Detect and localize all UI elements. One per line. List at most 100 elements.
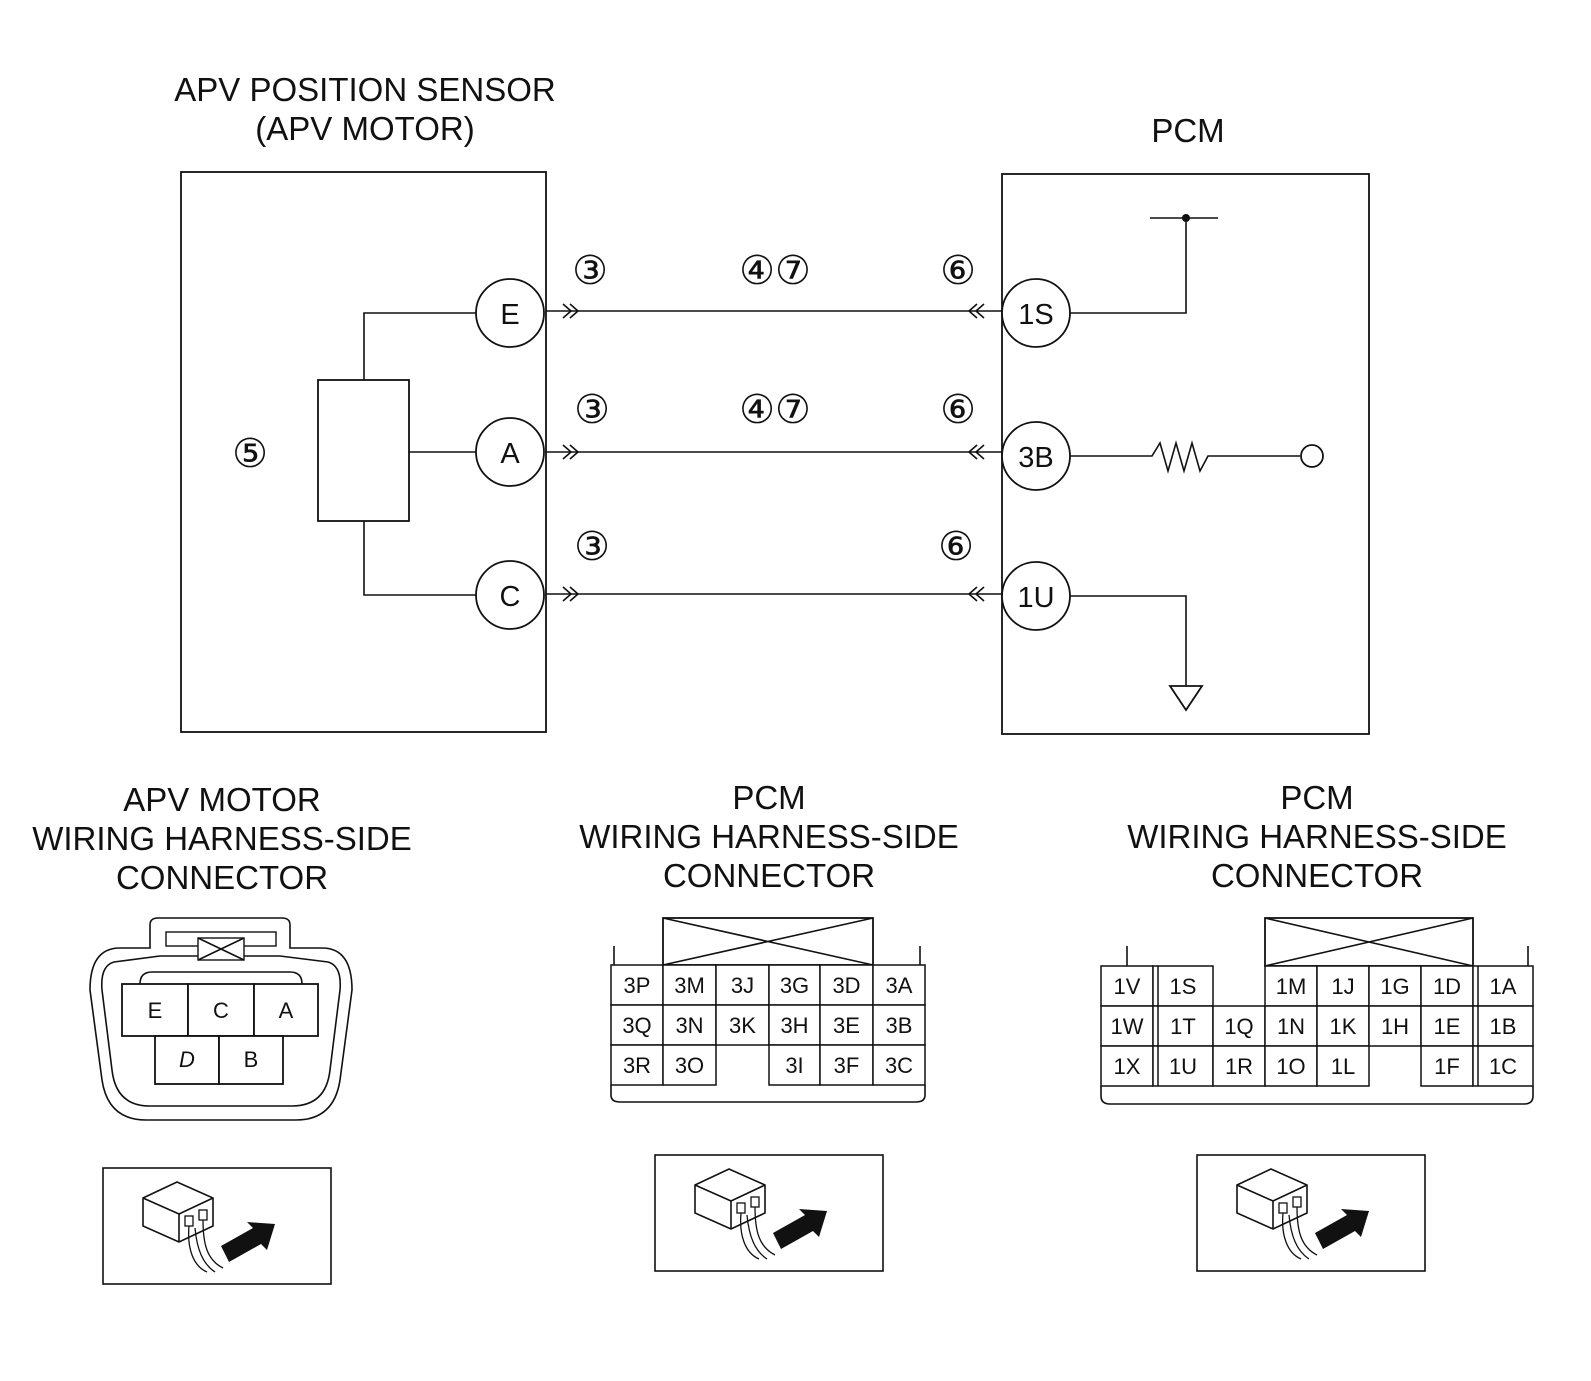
pcm-vref-wire (1070, 218, 1187, 314)
pcm3-cell-3d (819, 964, 874, 1006)
apv-cell-c (187, 983, 255, 1037)
pcm3-pin-3f: 3F (834, 1053, 860, 1078)
sensor-pin-a-label: A (500, 438, 520, 470)
pcm1-cell-1e (1420, 1005, 1474, 1047)
pcm1-pin-1l: 1L (1331, 1054, 1355, 1079)
pcm3-cell-3n (662, 1004, 717, 1046)
pcm-ground-wire (1070, 595, 1187, 686)
pcm1-cell-1r (1212, 1045, 1266, 1087)
wire1-ref-left: ③ (572, 248, 608, 294)
apv-pin-a: A (279, 998, 294, 1023)
pcm1-cell-1d (1420, 965, 1474, 1007)
pcm3-connector-face (610, 917, 926, 1103)
sensor-pin-c (475, 560, 545, 630)
apv-pin-b: B (244, 1047, 259, 1072)
pcm1-cell-1q (1212, 1005, 1266, 1047)
pcm3-cell-3e (819, 1004, 874, 1046)
pcm1-pin-1n: 1N (1277, 1014, 1305, 1039)
pcm3-conn-title1: PCM (732, 779, 805, 816)
pcm1-cell-1n (1264, 1005, 1318, 1047)
pcm1-pin-1c: 1C (1489, 1054, 1517, 1079)
pcm3-pin-3d: 3D (832, 973, 860, 998)
pcm-pin-3b-label: 3B (1018, 442, 1053, 474)
wire2-ref-mid: ④⑦ (739, 387, 811, 433)
wire1-ref-right: ⑥ (940, 248, 976, 294)
wire1-ref-mid: ④⑦ (739, 248, 811, 294)
pcm1-pin-1r: 1R (1225, 1054, 1253, 1079)
wire2-ref-left: ③ (574, 387, 610, 433)
apv-cell-b (218, 1035, 284, 1085)
pcm1-conn-title1: PCM (1280, 779, 1353, 816)
apv-cell-e (121, 983, 189, 1037)
pcm3-pin-3n: 3N (675, 1013, 703, 1038)
pcm3-cell-3i (768, 1044, 821, 1086)
pcm1-cell-1b (1472, 1005, 1534, 1047)
pcm1-pin-1g: 1G (1380, 974, 1409, 999)
sensor-wire-c (363, 521, 476, 596)
pcm3-view-direction-icon (654, 1154, 884, 1272)
pcm1-pin-1j: 1J (1331, 974, 1354, 999)
pcm3-pin-3r: 3R (623, 1053, 651, 1078)
sensor-title-line2: (APV MOTOR) (255, 110, 474, 147)
pcm1-pin-1m: 1M (1276, 974, 1307, 999)
pcm1-pin-1e: 1E (1434, 1014, 1461, 1039)
pcm1-pin-1b: 1B (1490, 1014, 1517, 1039)
sensor-pin-a (475, 417, 545, 487)
apv-cell-a (253, 983, 319, 1037)
pcm3-cell-3m (662, 964, 717, 1006)
connector-chevrons (562, 303, 985, 602)
sensor-element (317, 379, 410, 522)
pcm3-conn-title2: WIRING HARNESS-SIDE (579, 818, 959, 855)
pcm1-cell-1l (1316, 1045, 1370, 1087)
pcm1-pin-1w: 1W (1111, 1014, 1144, 1039)
pcm1-pin-1f: 1F (1434, 1054, 1460, 1079)
pcm3-pin-3k: 3K (729, 1013, 756, 1038)
pcm1-pin-1h: 1H (1381, 1014, 1409, 1039)
pcm1-cell-1t (1152, 1005, 1214, 1047)
pcm1-pin-1a: 1A (1490, 974, 1517, 999)
apv-pin-d: D (179, 1047, 195, 1072)
sensor-pin-c-label: C (500, 581, 521, 613)
apv-cell-d (154, 1035, 220, 1085)
pcm3-cell-3q (610, 1004, 664, 1046)
pcm-pin-1u-label: 1U (1017, 582, 1054, 614)
pcm3-cell-3o (662, 1044, 717, 1086)
apv-conn-title1: APV MOTOR (123, 781, 320, 818)
pcm3-cell-3r (610, 1044, 664, 1086)
pcm1-pin-1v: 1V (1114, 974, 1141, 999)
ground-symbol (1168, 685, 1204, 712)
pcm1-pin-1s: 1S (1170, 974, 1197, 999)
pcm3-pin-3q: 3Q (622, 1013, 651, 1038)
pcm1-connector-face (1100, 917, 1534, 1105)
pcm1-pin-1q: 1Q (1224, 1014, 1253, 1039)
pcm3-cell-3c (872, 1044, 926, 1086)
pcm3-pin-3m: 3M (674, 973, 705, 998)
pcm1-cell-1f (1420, 1045, 1474, 1087)
sensor-wire-e (363, 312, 476, 380)
pcm1-cell-1m (1264, 965, 1318, 1007)
apv-conn-title2: WIRING HARNESS-SIDE (32, 820, 412, 857)
pcm1-view-direction-icon (1196, 1154, 1426, 1272)
pcm3-cell-3k (715, 1004, 770, 1046)
pcm1-conn-title3: CONNECTOR (1211, 857, 1423, 894)
pcm-terminal (1300, 444, 1324, 468)
pcm3-pin-3g: 3G (780, 973, 809, 998)
pcm-pin-1s-label: 1S (1018, 299, 1053, 331)
pcm1-cell-1c (1472, 1045, 1534, 1087)
pcm1-pin-1d: 1D (1433, 974, 1461, 999)
pcm1-cell-1a (1472, 965, 1534, 1007)
pcm3-pin-3c: 3C (885, 1053, 913, 1078)
pcm-title: PCM (1151, 112, 1224, 149)
sensor-pin-e (475, 278, 545, 348)
pcm1-cell-1u (1152, 1045, 1214, 1087)
wire3-ref-right: ⑥ (938, 524, 974, 570)
pcm3-pin-3o: 3O (675, 1053, 704, 1078)
apv-pin-c: C (213, 998, 229, 1023)
pcm3-pin-3h: 3H (780, 1013, 808, 1038)
pcm-resistor (1070, 440, 1300, 474)
pcm1-pin-1o: 1O (1276, 1054, 1305, 1079)
pcm1-cell-1k (1316, 1005, 1370, 1047)
pcm-vref-node (1182, 214, 1190, 222)
